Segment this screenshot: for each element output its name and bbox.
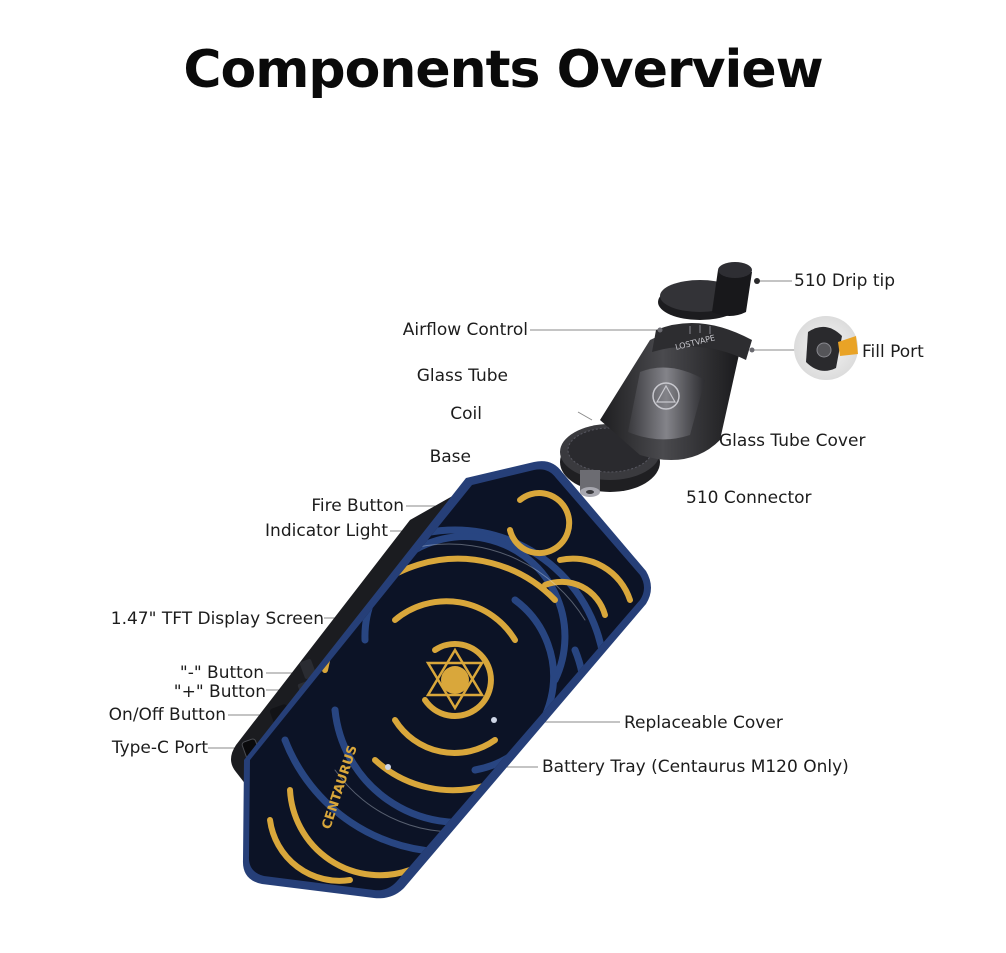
label-display-screen: 1.47" TFT Display Screen bbox=[110, 609, 324, 629]
label-510-connector: 510 Connector bbox=[686, 488, 812, 508]
label-fire-button: Fire Button bbox=[311, 496, 404, 516]
label-drip-tip: 510 Drip tip bbox=[794, 271, 896, 291]
label-typec-port: Type-C Port bbox=[111, 738, 208, 758]
tank-atomizer: LOSTVAPE bbox=[560, 262, 760, 497]
leader-coil bbox=[577, 411, 593, 421]
510-connector bbox=[580, 470, 600, 492]
glass-tube bbox=[628, 367, 705, 440]
label-indicator-light: Indicator Light bbox=[265, 521, 388, 541]
label-onoff-button: On/Off Button bbox=[108, 705, 226, 725]
label-plus-button: "+" Button bbox=[173, 682, 266, 702]
label-glass-tube: Glass Tube bbox=[416, 366, 508, 386]
label-glass-tube-cover: Glass Tube Cover bbox=[719, 431, 866, 451]
cover-marker bbox=[491, 717, 497, 723]
fill-port-tab bbox=[838, 336, 858, 356]
label-battery-tray: Battery Tray (Centaurus M120 Only) bbox=[542, 757, 849, 777]
label-coil: Coil bbox=[450, 404, 482, 424]
drip-tip bbox=[712, 266, 752, 316]
fill-port-inset bbox=[794, 316, 858, 380]
battery-marker bbox=[385, 764, 391, 770]
label-minus-button: "-" Button bbox=[179, 663, 264, 683]
page-title: Components Overview bbox=[183, 40, 823, 100]
label-base: Base bbox=[429, 447, 471, 467]
label-fill-port: Fill Port bbox=[862, 342, 924, 362]
airflow-ring bbox=[652, 322, 752, 360]
label-airflow-control: Airflow Control bbox=[402, 320, 528, 340]
label-replaceable-cover: Replaceable Cover bbox=[624, 713, 783, 733]
